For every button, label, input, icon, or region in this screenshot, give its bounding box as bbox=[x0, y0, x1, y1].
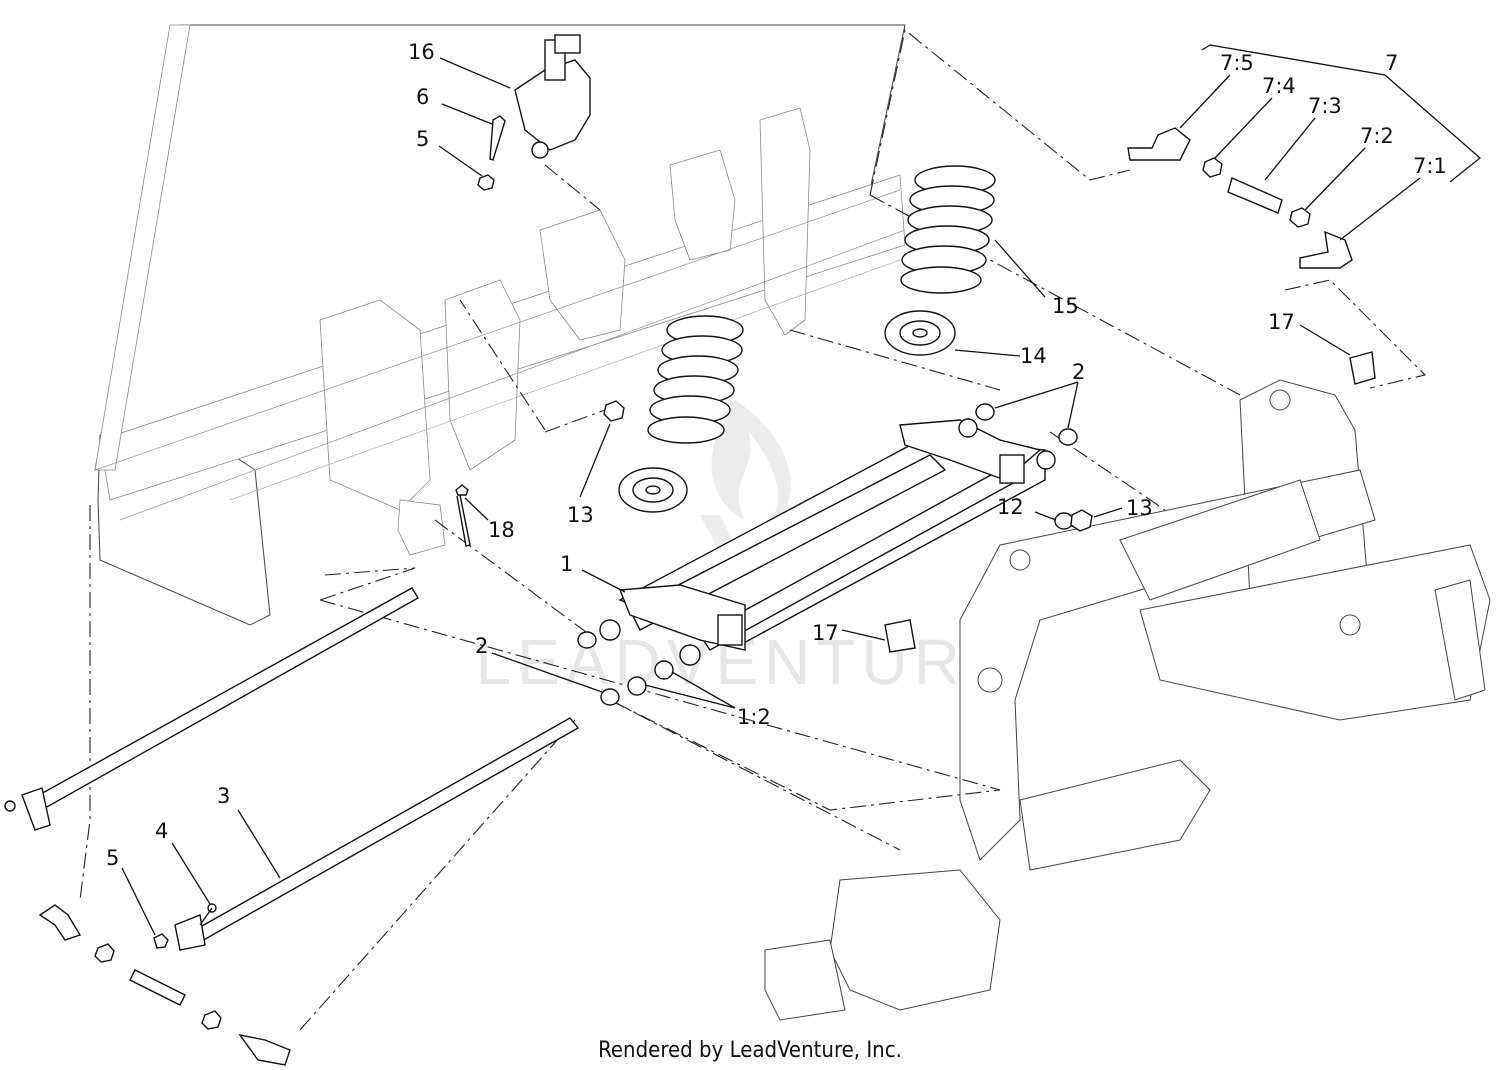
jam-nut-7-4 bbox=[1202, 157, 1223, 178]
washer-2-upper-b bbox=[1058, 428, 1078, 446]
callout-13-right: 13 bbox=[1126, 496, 1153, 520]
rod-end-7-5 bbox=[1127, 127, 1191, 161]
switch-16 bbox=[477, 34, 591, 191]
callout-17-right: 17 bbox=[1268, 310, 1295, 334]
callout-7-4: 7:4 bbox=[1262, 74, 1296, 98]
callout-14: 14 bbox=[1020, 344, 1047, 368]
callout-3: 3 bbox=[217, 784, 230, 808]
callout-2-lower: 2 bbox=[475, 634, 488, 658]
nut-5-upper bbox=[477, 174, 495, 191]
small-parts bbox=[455, 351, 1376, 706]
spring-15 bbox=[900, 165, 996, 294]
callout-7-2: 7:2 bbox=[1360, 124, 1394, 148]
callouts: 16 6 5 7 7:5 7:4 7:3 7:2 7:1 15 14 17 2 … bbox=[106, 40, 1447, 870]
bushing-1-2-b bbox=[654, 660, 674, 680]
lower-frame bbox=[764, 379, 1491, 1021]
callout-15: 15 bbox=[1052, 294, 1079, 318]
nut-5-lower bbox=[153, 933, 169, 949]
callout-7: 7 bbox=[1385, 51, 1398, 75]
callout-2-upper: 2 bbox=[1072, 360, 1085, 384]
callout-12: 12 bbox=[997, 495, 1024, 519]
washer-2-upper-a bbox=[975, 403, 995, 421]
washer-12 bbox=[1054, 512, 1074, 530]
upper-frame bbox=[94, 24, 906, 626]
callout-7-3: 7:3 bbox=[1308, 94, 1342, 118]
callout-4: 4 bbox=[155, 819, 168, 843]
callout-6: 6 bbox=[416, 85, 429, 109]
tie-rod-upper bbox=[4, 587, 419, 831]
callout-17-center: 17 bbox=[812, 621, 839, 645]
callout-13-left: 13 bbox=[567, 503, 594, 527]
leader-lines bbox=[121, 44, 1482, 936]
callout-7-1: 7:1 bbox=[1413, 154, 1447, 178]
decal-17-center bbox=[884, 619, 916, 653]
tie-rod-3 bbox=[153, 717, 580, 951]
callout-5-upper: 5 bbox=[416, 127, 429, 151]
decal-17-right bbox=[1349, 351, 1376, 385]
washer-2-lower bbox=[600, 688, 620, 706]
washer-2-lower-left bbox=[577, 631, 597, 649]
linkage-lower bbox=[38, 904, 291, 1066]
spring-cup-left bbox=[618, 467, 688, 513]
bushing-1-2-a bbox=[627, 676, 647, 696]
pivot-arm-1 bbox=[599, 418, 1056, 666]
rod-end-7-1 bbox=[1299, 230, 1353, 269]
callout-18: 18 bbox=[488, 518, 515, 542]
footer-credit: Rendered by LeadVenture, Inc. bbox=[598, 1038, 902, 1063]
spring-left bbox=[647, 315, 744, 444]
adjuster-7-3 bbox=[1227, 177, 1283, 214]
callout-7-5: 7:5 bbox=[1220, 51, 1254, 75]
pin-6 bbox=[489, 115, 506, 161]
callout-1-2: 1:2 bbox=[737, 705, 771, 729]
nut-13-left bbox=[603, 400, 625, 422]
callout-1: 1 bbox=[560, 552, 573, 576]
callout-16: 16 bbox=[408, 40, 435, 64]
linkage-7 bbox=[1127, 127, 1353, 269]
bolt-18 bbox=[455, 484, 471, 547]
spring-cup-14 bbox=[884, 310, 956, 356]
jam-nut-7-2 bbox=[1289, 207, 1311, 228]
callout-5-lower: 5 bbox=[106, 846, 119, 870]
nut-13-right bbox=[1070, 509, 1093, 532]
